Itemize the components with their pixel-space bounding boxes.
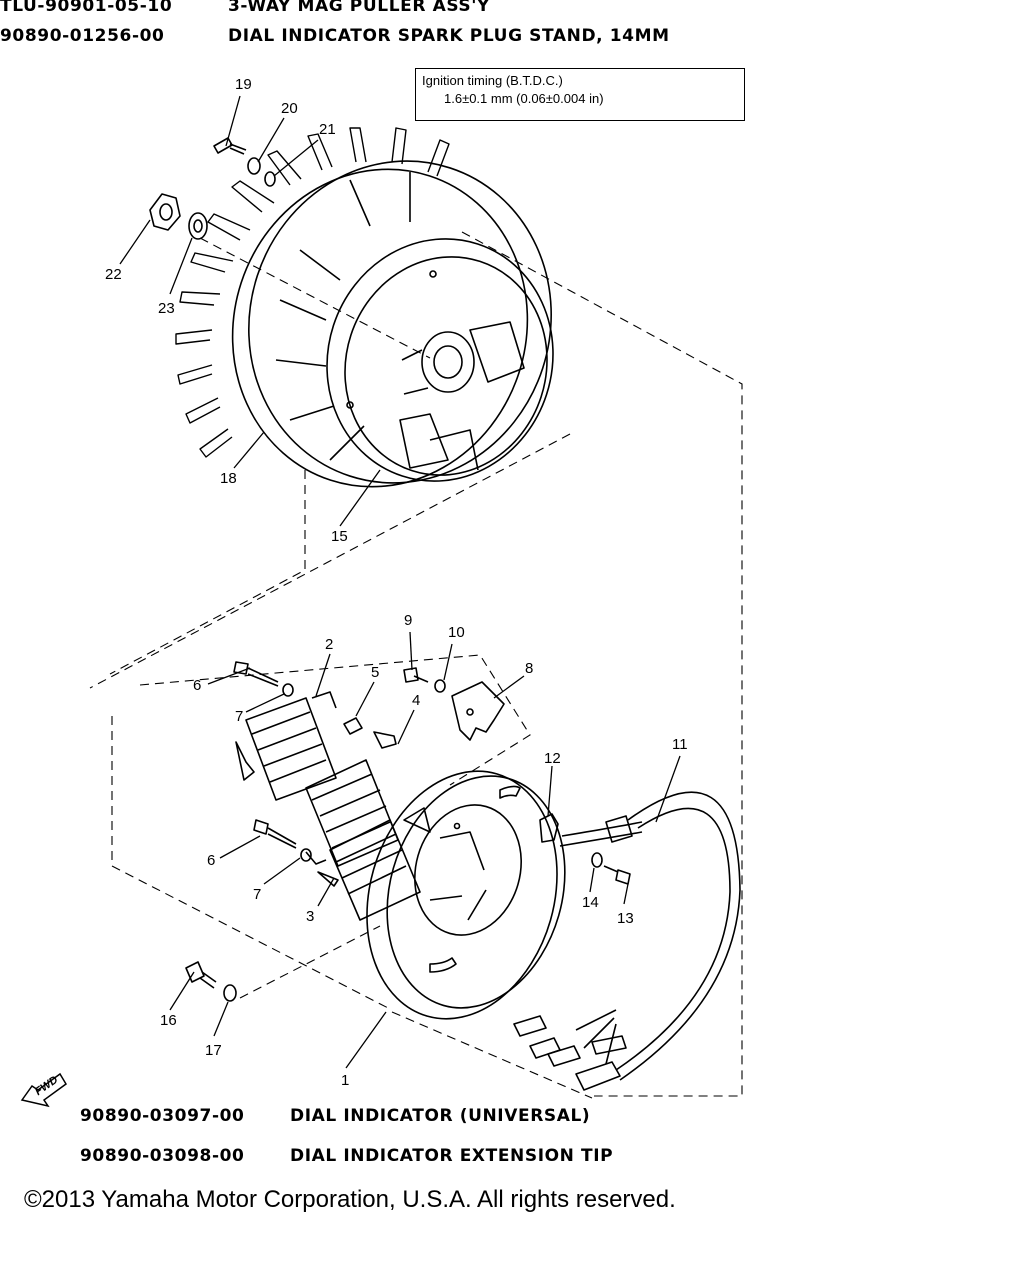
tool-name: 3-WAY MAG PULLER ASS'Y xyxy=(228,0,490,16)
tool-part-number: 90890-01256-00 xyxy=(0,26,165,46)
washer-23 xyxy=(188,212,208,240)
callout-12: 12 xyxy=(544,750,561,767)
screw-6 xyxy=(253,819,297,849)
screw-6 xyxy=(233,661,279,687)
screw-19 xyxy=(213,137,247,155)
flywheel-magneto-exploded-view xyxy=(20,95,743,1108)
connector xyxy=(575,1061,621,1091)
connector xyxy=(513,1015,547,1037)
washer-14 xyxy=(591,852,603,868)
callout-6: 6 xyxy=(207,852,216,869)
washer-20 xyxy=(247,157,261,175)
assembly-guide-lines xyxy=(89,231,743,1099)
callout-9: 9 xyxy=(404,612,413,629)
stator-base-plate xyxy=(366,770,566,1020)
tool-part-number: 90890-03097-00 xyxy=(80,1106,245,1126)
tool-name: DIAL INDICATOR SPARK PLUG STAND, 14MM xyxy=(228,26,670,46)
callout-15: 15 xyxy=(331,528,348,545)
callout-1: 1 xyxy=(341,1072,350,1089)
tool-name: DIAL INDICATOR EXTENSION TIP xyxy=(290,1146,614,1166)
callout-19: 19 xyxy=(235,76,252,93)
callout-8: 8 xyxy=(525,660,534,677)
nut-22 xyxy=(149,193,181,231)
tool-name: DIAL INDICATOR (UNIVERSAL) xyxy=(290,1106,591,1126)
flywheel-hub xyxy=(421,331,475,393)
washer-17 xyxy=(223,984,237,1002)
callout-5: 5 xyxy=(371,664,380,681)
spacer-5 xyxy=(343,717,363,735)
flywheel-cooling-fins xyxy=(175,127,450,458)
callout-22: 22 xyxy=(105,266,122,283)
callout-leaders xyxy=(119,95,681,1069)
plate-slot xyxy=(499,785,521,799)
spec-title: Ignition timing (B.T.D.C.) xyxy=(422,73,563,88)
callout-16: 16 xyxy=(160,1012,177,1029)
callout-21: 21 xyxy=(319,121,336,138)
callout-6: 6 xyxy=(193,677,202,694)
callout-20: 20 xyxy=(281,100,298,117)
fwd-label: FWD xyxy=(32,1073,61,1099)
callout-23: 23 xyxy=(158,300,175,317)
callout-13: 13 xyxy=(617,910,634,927)
tool-part-number: TLU-90901-05-10 xyxy=(0,0,173,16)
lighting-coil-3 xyxy=(317,807,431,921)
wire-harness-11 xyxy=(513,791,741,1091)
module-8 xyxy=(451,681,505,741)
copyright-notice: ©2013 Yamaha Motor Corporation, U.S.A. A… xyxy=(24,1186,676,1213)
connector xyxy=(547,1045,581,1067)
washer-7 xyxy=(282,683,294,697)
callout-4: 4 xyxy=(412,692,421,709)
charge-coil-2 xyxy=(235,691,337,801)
callout-18: 18 xyxy=(220,470,237,487)
plate-slot xyxy=(429,957,457,973)
forward-arrow-icon xyxy=(20,1072,67,1108)
callout-7: 7 xyxy=(235,708,244,725)
callout-3: 3 xyxy=(306,908,315,925)
callout-11: 11 xyxy=(672,736,688,753)
washer-21 xyxy=(264,171,276,187)
callout-10: 10 xyxy=(448,624,465,641)
ignition-timing-spec-box: Ignition timing (B.T.D.C.) 1.6±0.1 mm (0… xyxy=(415,68,745,121)
connector xyxy=(591,1035,627,1055)
callout-2: 2 xyxy=(325,636,334,653)
spec-value: 1.6±0.1 mm (0.06±0.004 in) xyxy=(444,91,604,106)
clamp-12 xyxy=(539,813,559,843)
callout-14: 14 xyxy=(582,894,599,911)
washer-10 xyxy=(434,679,446,693)
washer-7 xyxy=(300,848,312,862)
tool-part-number: 90890-03098-00 xyxy=(80,1146,245,1166)
callout-17: 17 xyxy=(205,1042,222,1059)
callout-7: 7 xyxy=(253,886,262,903)
